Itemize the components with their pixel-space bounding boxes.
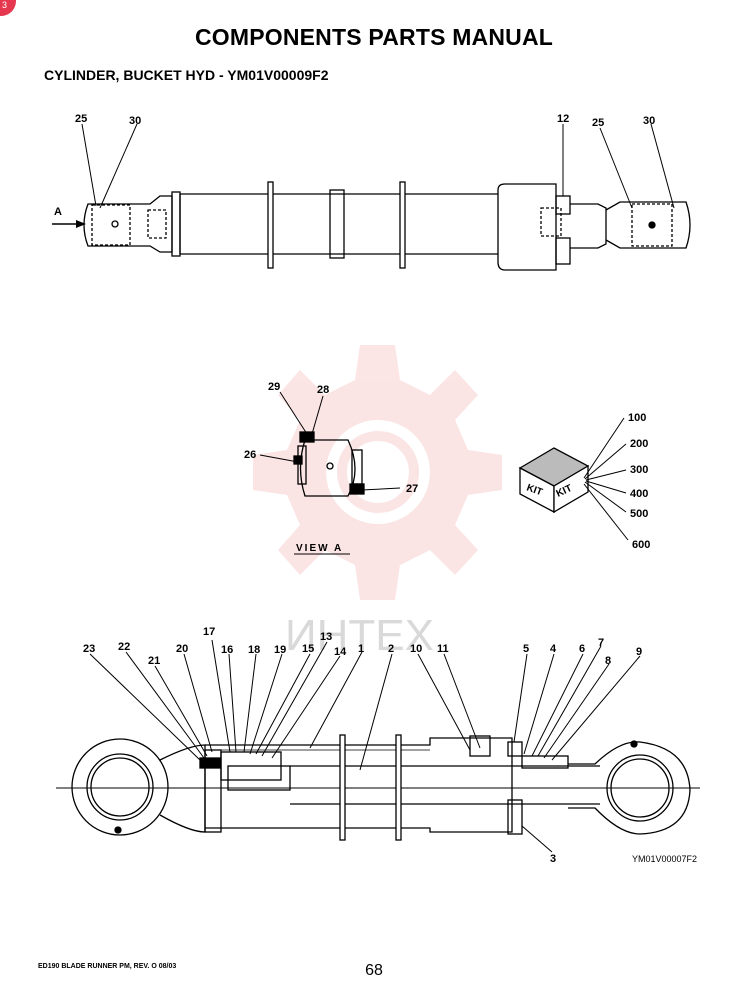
drawing-code: YM01V00007F2: [632, 854, 697, 864]
watermark-gear: [253, 345, 502, 600]
page-subtitle: CYLINDER, BUCKET HYD - YM01V00009F2: [44, 67, 329, 83]
callout-sec-1: 1: [358, 643, 364, 655]
arrow-label-a: A: [54, 206, 62, 218]
view-a-drawing: [293, 431, 365, 497]
callout-sec-13: 13: [320, 631, 332, 643]
callout-sec-15: 15: [302, 643, 314, 655]
callout-view-29: 29: [268, 381, 280, 393]
callout-sec-4: 4: [550, 643, 557, 655]
callout-sec-6: 6: [579, 643, 585, 655]
callout-top-25a: 25: [75, 113, 87, 125]
callout-kit-400: 400: [630, 488, 648, 500]
top-leaders: [81, 123, 675, 209]
page-title: COMPONENTS PARTS MANUAL: [194, 24, 554, 50]
callout-sec-20: 20: [176, 643, 188, 655]
callout-sec-11: 11: [437, 643, 449, 655]
callout-kit-300: 300: [630, 464, 648, 476]
callout-sec-5: 5: [523, 643, 529, 655]
callout-sec-7: 7: [598, 637, 604, 649]
callout-kit-200: 200: [630, 438, 648, 450]
callout-sec-9: 9: [636, 646, 642, 658]
callout-sec-14: 14: [334, 646, 347, 658]
callout-kit-100: 100: [628, 412, 646, 424]
callout-sec-8: 8: [605, 655, 611, 667]
callout-sec-2: 2: [388, 643, 394, 655]
callout-top-12: 12: [557, 113, 569, 125]
callout-sec-23: 23: [83, 643, 95, 655]
callout-sec-21: 21: [148, 655, 160, 667]
callout-top-25b: 25: [592, 117, 604, 129]
page-number: 68: [365, 962, 383, 979]
callout-top-30a: 30: [129, 115, 141, 127]
callout-sec-17: 17: [203, 626, 215, 638]
callout-sec-19: 19: [274, 644, 286, 656]
callout-sec-22: 22: [118, 641, 130, 653]
callout-kit-600: 600: [632, 539, 650, 551]
section-leaders: [89, 639, 641, 853]
watermark-text: ИНТЕХ: [285, 611, 434, 660]
callout-sec-3: 3: [550, 853, 556, 865]
view-a-caption: VIEW A: [296, 543, 343, 554]
callout-top-30b: 30: [643, 115, 655, 127]
callout-view-27: 27: [406, 483, 418, 495]
callout-sec-10: 10: [410, 643, 422, 655]
callout-view-26: 26: [244, 449, 256, 461]
callout-sec-18: 18: [248, 644, 260, 656]
view-a-leaders: [259, 391, 401, 491]
footer-revision: ED190 BLADE RUNNER PM, REV. O 08/03: [38, 963, 177, 970]
kit-leaders: [583, 417, 629, 541]
top-cylinder-drawing: [83, 181, 691, 271]
kit-box: [518, 447, 590, 514]
section-cylinder-drawing: [56, 734, 700, 841]
kit-face-left: KIT: [525, 482, 544, 498]
callout-kit-500: 500: [630, 508, 648, 520]
callout-view-28: 28: [317, 384, 329, 396]
callout-sec-16: 16: [221, 644, 233, 656]
view-a-arrow: A: [52, 206, 86, 228]
